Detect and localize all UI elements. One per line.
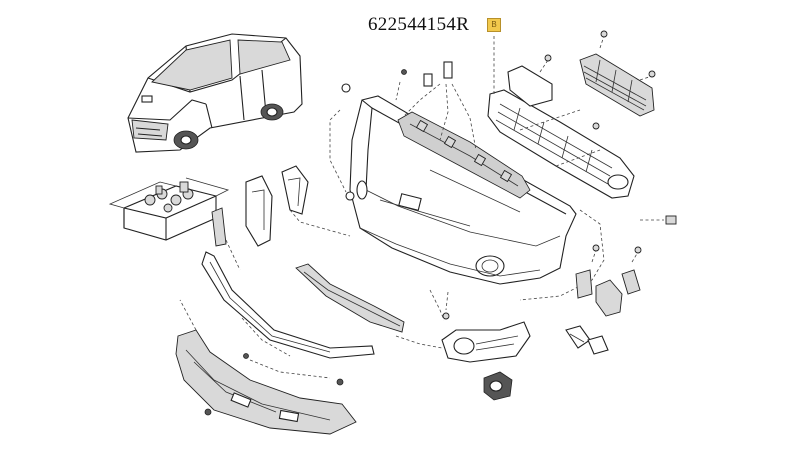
bumper-side-bracket-right — [281, 165, 309, 215]
part-marker-badge[interactable]: B — [487, 18, 501, 32]
small-clip — [640, 215, 677, 225]
center-trim-strip — [295, 263, 405, 333]
mounting-clips-right — [575, 244, 642, 317]
fastener-kit-box — [108, 177, 230, 241]
assembly-leader-lines — [179, 61, 601, 379]
part-number-label: 622544154R — [368, 14, 470, 35]
mounting-clips-lower — [565, 325, 609, 355]
under-engine-shield — [175, 329, 357, 435]
vehicle-overview — [127, 33, 303, 153]
bumper-reinforcement-bracket — [397, 111, 531, 199]
upper-grille-mesh — [507, 30, 656, 117]
fog-lamp-bezel — [441, 321, 531, 363]
bumper-side-bracket-left — [211, 175, 273, 247]
lower-grille[interactable] — [487, 36, 635, 199]
lower-spoiler-lip — [201, 251, 375, 359]
fog-lamp — [483, 371, 513, 401]
front-bumper-cover — [329, 81, 605, 301]
